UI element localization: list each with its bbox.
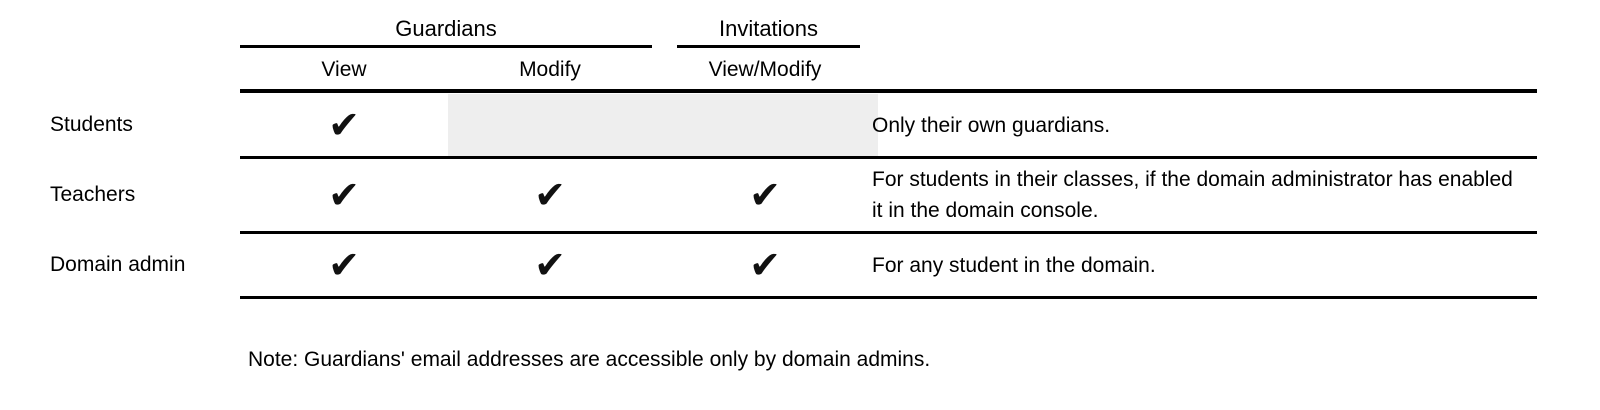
check-icon: ✔ [328,243,360,287]
check-icon: ✔ [328,173,360,217]
guardians-underline [240,45,652,48]
cell-teachers-view: ✔ [240,159,448,231]
table-row-students: Students ✔ Only their own guardians. [0,94,1600,156]
role-label-students: Students [50,113,133,136]
role-label-domain-admin: Domain admin [50,253,186,276]
cell-teachers-view-modify: ✔ [652,159,878,231]
invitations-underline [677,45,860,48]
column-header-view: View [321,58,367,81]
check-icon: ✔ [534,173,566,217]
column-header-modify: Modify [519,58,581,81]
table-bottom-border [240,296,1537,299]
disabled-cell [448,94,878,156]
cell-domain-admin-modify: ✔ [448,234,652,296]
table-row-domain-admin: Domain admin ✔ ✔ ✔ For any student in th… [0,234,1600,296]
cell-domain-admin-view-modify: ✔ [652,234,878,296]
cell-students-view: ✔ [240,94,448,156]
cell-domain-admin-view: ✔ [240,234,448,296]
check-icon: ✔ [749,243,781,287]
subheader-underline [240,89,1537,93]
check-icon: ✔ [328,103,360,147]
cell-teachers-modify: ✔ [448,159,652,231]
group-header-guardians: Guardians [395,16,497,41]
row-divider [240,231,1537,234]
column-header-view-modify: View/Modify [708,58,822,81]
row-note-students: Only their own guardians. [872,113,1111,137]
group-header-invitations: Invitations [718,16,819,41]
row-note-domain-admin: For any student in the domain. [872,253,1156,277]
check-icon: ✔ [749,173,781,217]
table-row-teachers: Teachers ✔ ✔ ✔ For students in their cla… [0,159,1600,231]
row-note-teachers: For students in their classes, if the do… [872,168,1513,222]
footnote: Note: Guardians' email addresses are acc… [248,348,931,371]
check-icon: ✔ [534,243,566,287]
row-divider [240,156,1537,159]
role-label-teachers: Teachers [50,183,136,206]
